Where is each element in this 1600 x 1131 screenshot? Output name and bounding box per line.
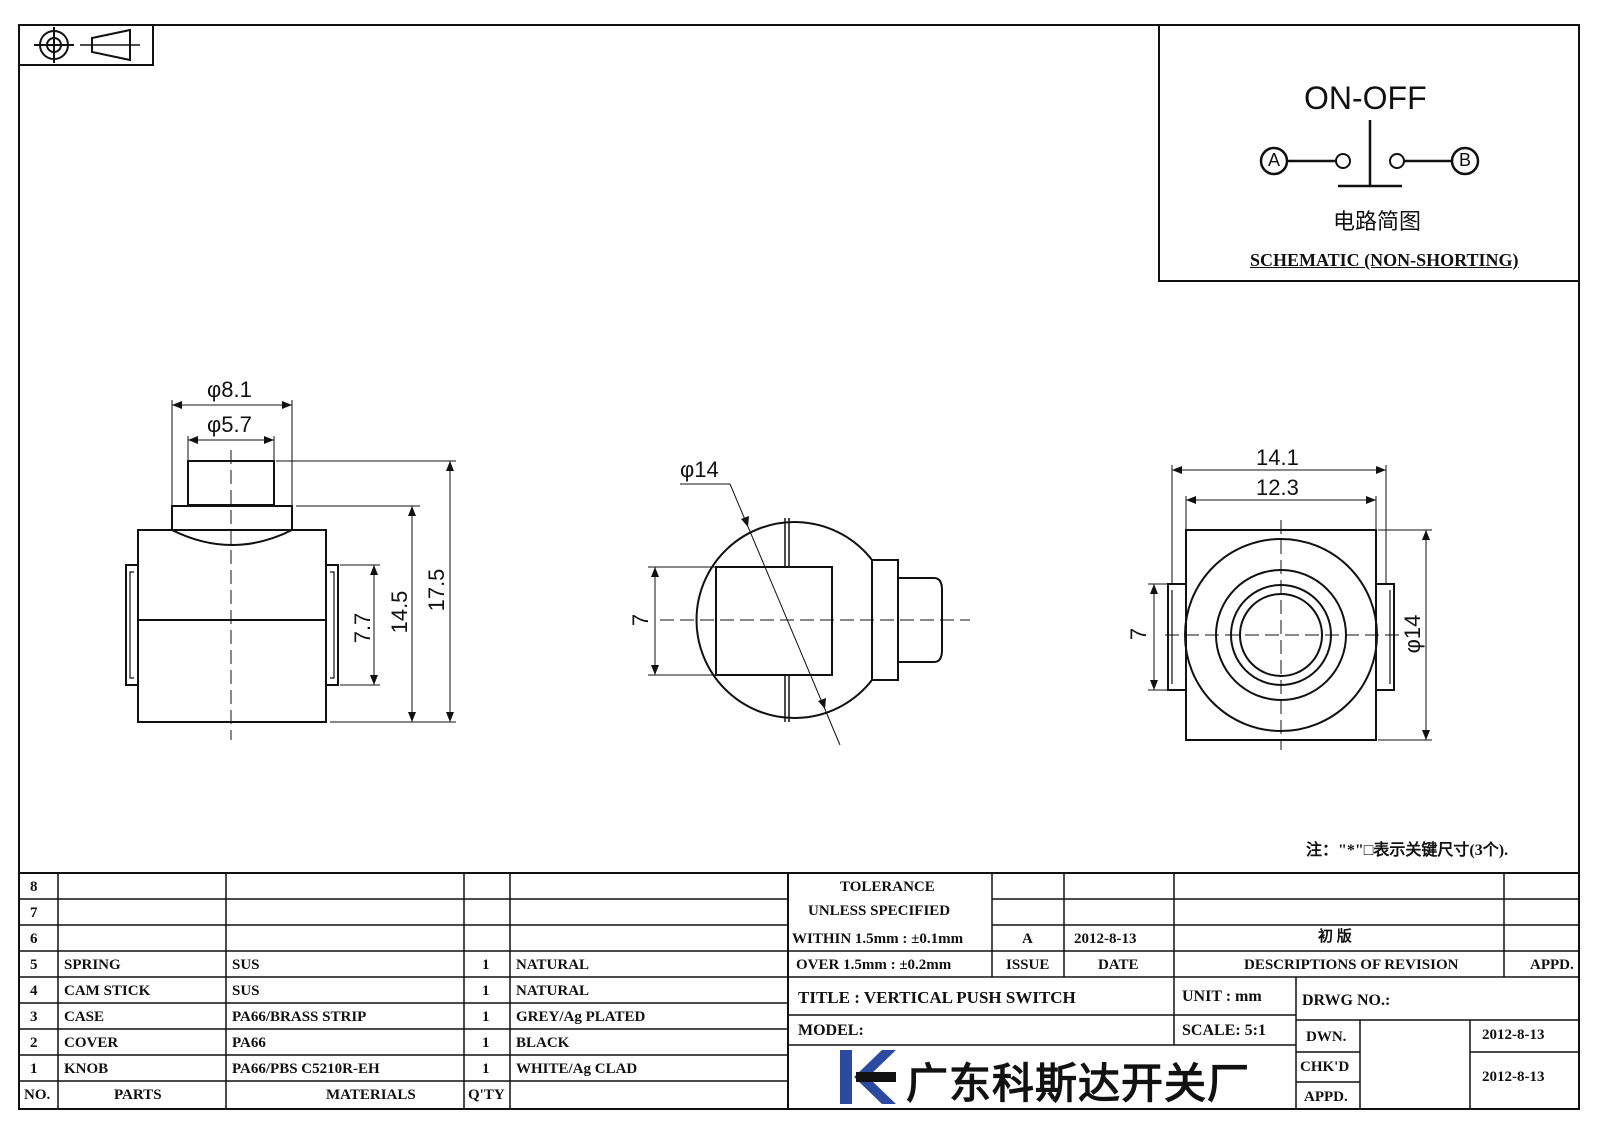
bom-no: 6 <box>30 931 38 947</box>
checked-date: 2012-8-13 <box>1482 1069 1545 1085</box>
revision-date-header: DATE <box>1098 957 1139 973</box>
bom-no: 3 <box>30 1009 38 1025</box>
side-view-arrows <box>172 401 454 722</box>
bom-header-no: NO. <box>24 1087 51 1103</box>
terminal-a-label: A <box>1267 150 1280 170</box>
bom-qty: 1 <box>482 1061 490 1077</box>
bom-qty: 1 <box>482 1009 490 1025</box>
bom-header-materials: MATERIALS <box>326 1087 416 1103</box>
approved-label: APPD. <box>1304 1089 1348 1105</box>
unit-label: UNIT : mm <box>1182 988 1262 1005</box>
bom-no: 7 <box>30 905 38 921</box>
key-dimension-note: 注："*"□表示关键尺寸(3个). <box>1306 842 1509 859</box>
bom-header-qty: Q'TY <box>468 1087 505 1103</box>
terminal-b-label: B <box>1458 150 1471 170</box>
dim-front-h: 7 <box>628 614 653 626</box>
tolerance-subtitle: UNLESS SPECIFIED <box>808 903 951 919</box>
bom-qty: 1 <box>482 1035 490 1051</box>
top-view-arrows <box>1150 466 1430 740</box>
projection-symbol-box <box>18 24 154 66</box>
bom-qty: 1 <box>482 957 490 973</box>
dim-side-h3: 17.5 <box>424 569 449 612</box>
bom-no: 2 <box>30 1035 38 1051</box>
drawing-title: TITLE : VERTICAL PUSH SWITCH <box>798 988 1076 1007</box>
tolerance-over: OVER 1.5mm : ±0.2mm <box>796 957 952 973</box>
bom-part: KNOB <box>64 1061 109 1077</box>
bom-finish: BLACK <box>516 1035 570 1051</box>
bom-part: SPRING <box>64 957 121 973</box>
bom-part: CASE <box>64 1009 105 1025</box>
scale-label: SCALE: 5:1 <box>1182 1022 1267 1039</box>
bom-no: 8 <box>30 879 38 895</box>
front-view <box>648 483 970 746</box>
front-view-arrows <box>651 516 826 709</box>
schematic-caption-cn: 电路简图 <box>1333 209 1422 234</box>
checked-label: CHK'D <box>1300 1059 1350 1075</box>
dim-front-dia: φ14 <box>680 457 719 482</box>
drawn-date: 2012-8-13 <box>1482 1027 1545 1043</box>
schematic-box <box>1158 24 1580 282</box>
drawn-label: DWN. <box>1306 1029 1347 1045</box>
drawing-frame <box>18 24 1580 1110</box>
side-view <box>125 400 456 740</box>
dim-top-h: 7 <box>1126 628 1151 640</box>
bom-material: SUS <box>232 983 260 999</box>
tolerance-within: WITHIN 1.5mm : ±0.1mm <box>792 931 964 947</box>
bom-header-parts: PARTS <box>114 1087 162 1103</box>
dim-top-dia: φ14 <box>1400 615 1425 654</box>
bom-part: COVER <box>64 1035 119 1051</box>
model-label: MODEL: <box>798 1022 864 1039</box>
bom-material: PA66/PBS C5210R-EH <box>232 1061 380 1077</box>
bom-finish: WHITE/Ag CLAD <box>516 1061 638 1077</box>
third-angle-projection-icon <box>34 27 140 63</box>
bom-no: 5 <box>30 957 38 973</box>
dim-top-w1: 14.1 <box>1256 445 1299 470</box>
revision-issue: A <box>1022 931 1033 947</box>
bom-no: 1 <box>30 1061 38 1077</box>
dim-side-h1: 7.7 <box>350 613 375 644</box>
bom-finish: GREY/Ag PLATED <box>516 1009 646 1025</box>
dim-side-outer-dia: φ8.1 <box>207 377 252 402</box>
company-logo-icon <box>840 1050 896 1104</box>
dim-side-inner-dia: φ5.7 <box>207 412 252 437</box>
bom-material: PA66/BRASS STRIP <box>232 1009 367 1025</box>
schematic-on-off: ON-OFF <box>1304 80 1427 116</box>
bom-finish: NATURAL <box>516 957 590 973</box>
bom-qty: 1 <box>482 983 490 999</box>
drawing-number-label: DRWG NO.: <box>1302 992 1391 1009</box>
bom-part: CAM STICK <box>64 983 151 999</box>
revision-approved-header: APPD. <box>1530 957 1574 973</box>
tolerance-title: TOLERANCE <box>840 879 935 895</box>
company-name: 广东科斯达开关厂 <box>906 1060 1251 1107</box>
revision-date: 2012-8-13 <box>1074 931 1137 947</box>
dim-side-h2: 14.5 <box>387 591 412 634</box>
bom-finish: NATURAL <box>516 983 590 999</box>
bom-no: 4 <box>30 983 38 999</box>
revision-issue-header: ISSUE <box>1006 957 1050 973</box>
bom-material: PA66 <box>232 1035 266 1051</box>
bom-material: SUS <box>232 957 260 973</box>
top-view <box>1148 465 1432 750</box>
dim-top-w2: 12.3 <box>1256 475 1299 500</box>
revision-description-header: DESCRIPTIONS OF REVISION <box>1244 957 1459 973</box>
schematic-caption-en: SCHEMATIC (NON-SHORTING) <box>1250 250 1519 270</box>
revision-description: 初 版 <box>1318 929 1352 945</box>
